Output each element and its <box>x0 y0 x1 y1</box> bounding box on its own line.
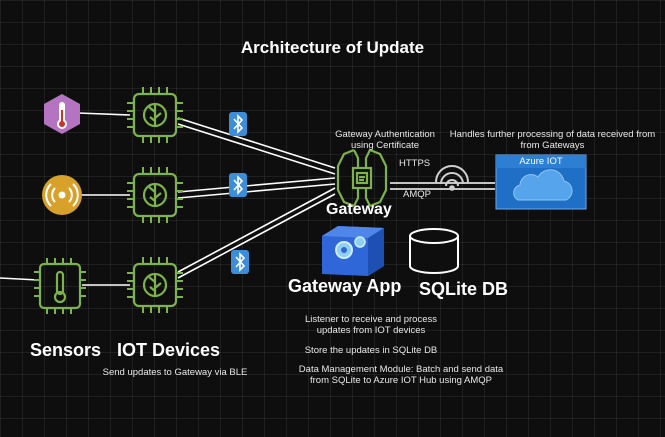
database-icon <box>409 228 459 274</box>
bluetooth-icon <box>229 173 247 197</box>
store-caption: Store the updates in SQLite DB <box>304 345 438 356</box>
bluetooth-icon <box>229 112 247 136</box>
link-device1-gateway <box>177 117 336 169</box>
gateway-auth-caption: Gateway Authentication using Certificate <box>330 129 440 151</box>
azure-desc-line-2: from Gateways <box>520 140 585 151</box>
connector-lines <box>0 112 495 286</box>
link-device2-gateway <box>177 177 336 193</box>
sensors-label: Sensors <box>30 340 102 360</box>
listener-caption: Listener to receive and process updates … <box>300 314 442 336</box>
chip-icon <box>127 87 183 143</box>
bluetooth-icon <box>231 250 249 274</box>
data-management-caption: Data Management Module: Batch and send d… <box>295 364 507 386</box>
iot-devices-label: IOT Devices <box>117 340 221 360</box>
gateway-app-label: Gateway App <box>288 276 402 296</box>
azure-iot-box <box>495 154 587 210</box>
chip-icon <box>127 167 183 223</box>
amqp-label: AMQP <box>403 189 431 200</box>
wifi-icon <box>435 165 469 191</box>
signal-broadcast-icon <box>42 175 82 215</box>
sqlite-db-label: SQLite DB <box>419 279 509 299</box>
gateway-icon <box>336 148 388 208</box>
ble-caption: Send updates to Gateway via BLE <box>102 367 248 378</box>
dm-line-1: Data Management Module: Batch and send d… <box>298 364 504 375</box>
thermometer-icon <box>44 94 80 134</box>
gear-cube-icon <box>322 226 384 276</box>
gateway-auth-line-2: using Certificate <box>350 140 420 151</box>
link-edge-sensor3 <box>0 277 39 281</box>
thermometer-chip-icon <box>34 258 86 314</box>
link-sensor1-device1 <box>77 112 131 116</box>
azure-description: Handles further processing of data recei… <box>440 129 665 151</box>
chip-icon <box>127 257 183 313</box>
diagram-title: Architecture of Update <box>240 38 425 57</box>
dm-line-2: from SQLite to Azure IOT Hub using AMQP <box>310 375 492 386</box>
cloud-icon <box>513 169 573 201</box>
gateway-label: Gateway <box>326 201 392 218</box>
azure-iot-label: Azure IOT <box>519 156 563 167</box>
link-device3-gateway <box>177 187 336 273</box>
https-label: HTTPS <box>399 158 431 169</box>
listener-line-2: updates from IOT devices <box>316 325 426 336</box>
listener-line-1: Listener to receive and process <box>304 314 438 325</box>
gateway-auth-line-1: Gateway Authentication <box>335 129 435 140</box>
azure-desc-line-1: Handles further processing of data recei… <box>449 129 656 140</box>
